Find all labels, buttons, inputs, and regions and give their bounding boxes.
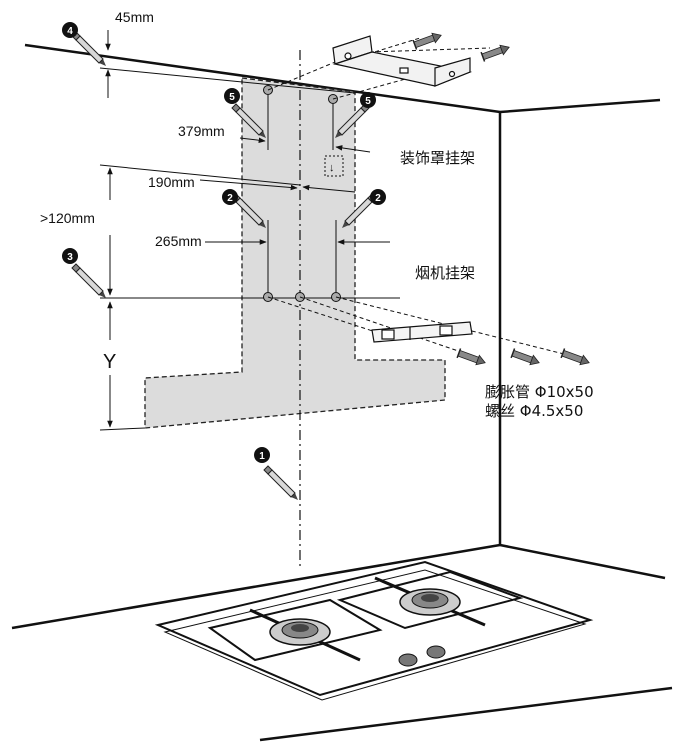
- svg-text:4: 4: [67, 26, 73, 37]
- step-badge-2b: 2: [370, 189, 386, 205]
- svg-text:3: 3: [67, 252, 73, 263]
- step-badge-5a: 5: [224, 88, 240, 104]
- svg-text:2: 2: [227, 193, 233, 204]
- step-badge-1: 1: [254, 447, 270, 463]
- label-45mm: 45mm: [115, 9, 154, 25]
- step-badge-4: 4: [62, 22, 78, 38]
- step-badge-2a: 2: [222, 189, 238, 205]
- svg-text:5: 5: [365, 96, 371, 107]
- small-bracket-marker: [324, 155, 344, 177]
- svg-text:2: 2: [375, 193, 381, 204]
- svg-text:1: 1: [259, 451, 265, 462]
- label-screw-spec: 螺丝 Φ4.5x50: [485, 402, 583, 420]
- dimension-arrows: [105, 30, 390, 428]
- gas-cooktop: [154, 560, 594, 701]
- label-379mm: 379mm: [178, 123, 225, 139]
- step-badge-3: 3: [62, 248, 78, 264]
- install-dashes: [267, 37, 581, 359]
- counter-edge: [259, 686, 673, 742]
- label-190mm: 190mm: [148, 174, 195, 190]
- hole-guides: [267, 95, 337, 292]
- svg-text:↓: ↓: [329, 162, 335, 174]
- cover-bracket: [332, 35, 473, 87]
- wall-outline: [11, 43, 666, 630]
- label-min-height: >120mm: [40, 210, 95, 226]
- step-badges: 4 5 5 2 2 3 1: [62, 22, 386, 463]
- step-badge-5b: 5: [360, 92, 376, 108]
- hood-bracket: [371, 321, 473, 343]
- hood-silhouette: [144, 77, 446, 429]
- label-265mm: 265mm: [155, 233, 202, 249]
- svg-text:5: 5: [229, 92, 235, 103]
- label-cover-bracket: 装饰罩挂架: [400, 149, 475, 167]
- reference-lines: [99, 67, 400, 431]
- label-y: Y: [103, 351, 116, 373]
- label-anchor-spec: 膨胀管 Φ10x50: [485, 383, 594, 401]
- label-hood-bracket: 烟机挂架: [415, 264, 475, 282]
